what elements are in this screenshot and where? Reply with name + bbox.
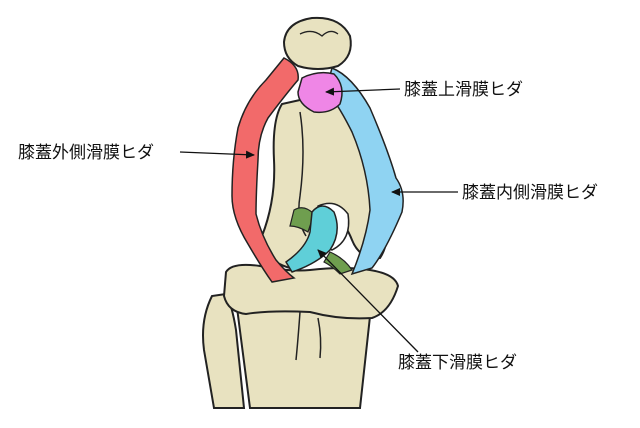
label-superior-fold: 膝蓋上滑膜ヒダ bbox=[404, 80, 523, 100]
tibial-plateau bbox=[222, 263, 400, 320]
arrow-lateral bbox=[179, 150, 255, 159]
label-lateral-fold: 膝蓋外側滑膜ヒダ bbox=[18, 143, 154, 163]
green-band-right bbox=[323, 251, 353, 275]
label-medial-fold: 膝蓋内側滑膜ヒダ bbox=[462, 183, 598, 203]
arrow-superior bbox=[325, 87, 401, 96]
superior-fold bbox=[297, 71, 343, 114]
medial-fold bbox=[325, 66, 404, 276]
patella bbox=[282, 16, 352, 70]
lateral-fold bbox=[231, 57, 299, 283]
patella-detail bbox=[299, 30, 339, 37]
tibia-detail-line bbox=[295, 311, 322, 361]
green-band-left bbox=[289, 207, 315, 233]
inferior-fold bbox=[284, 205, 338, 273]
arrow-inferior bbox=[317, 249, 419, 353]
label-inferior-fold: 膝蓋下滑膜ヒダ bbox=[398, 353, 517, 373]
